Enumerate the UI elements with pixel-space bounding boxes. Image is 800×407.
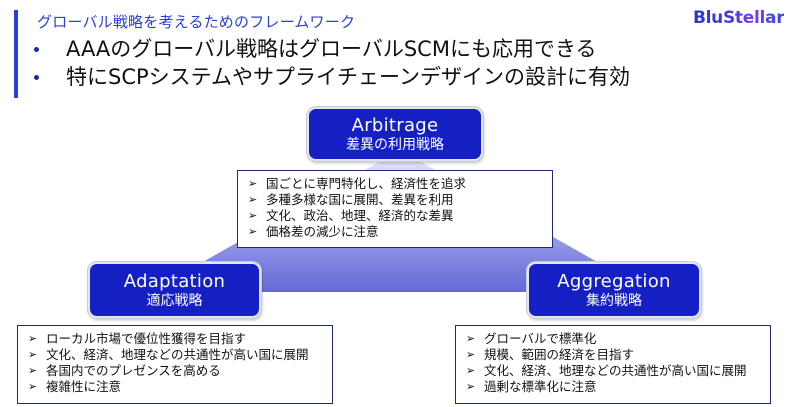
adaptation-details: ➢ ローカル市場で優位性獲得を目指す ➢ 文化、経済、地理などの共通性が高い国に展開… — [17, 325, 333, 404]
arrow-bullet-icon: ➢ — [248, 193, 258, 206]
detail-item: ➢ 文化、経済、地理などの共通性が高い国に展開 — [28, 347, 332, 363]
detail-item: ➢ 複雑性に注意 — [28, 379, 332, 395]
detail-item: ➢ 多種多様な国に展開、差異を利用 — [248, 192, 552, 208]
arrow-bullet-icon: ➢ — [28, 364, 38, 377]
detail-text: 価格差の減少に注意 — [266, 224, 379, 239]
detail-item: ➢ 国ごとに専門特化し、経済性を追求 — [248, 176, 552, 192]
arrow-bullet-icon: ➢ — [466, 380, 476, 393]
key-points: AAAのグローバル戦略はグローバルSCMにも応用できる 特にSCPシステムやサプ… — [30, 35, 630, 91]
arrow-bullet-icon: ➢ — [248, 209, 258, 222]
strategy-name-ja: 差異の利用戦略 — [346, 136, 444, 153]
detail-text: 規模、範囲の経済を目指す — [484, 347, 635, 362]
strategy-adaptation: Adaptation 適応戦略 — [88, 262, 261, 318]
key-point-text: 特にSCPシステムやサプライチェーンデザインの設計に有効 — [66, 65, 630, 89]
key-point: 特にSCPシステムやサプライチェーンデザインの設計に有効 — [30, 63, 630, 91]
detail-text: 多種多様な国に展開、差異を利用 — [266, 192, 454, 207]
detail-item: ➢ 価格差の減少に注意 — [248, 224, 552, 240]
detail-text: 各国内でのプレゼンスを高める — [46, 363, 221, 378]
strategy-name-en: Aggregation — [557, 270, 671, 292]
detail-item: ➢ 規模、範囲の経済を目指す — [466, 347, 770, 363]
detail-item: ➢ 文化、政治、地理、経済的な差異 — [248, 208, 552, 224]
strategy-name-ja: 集約戦略 — [586, 292, 642, 309]
arrow-bullet-icon: ➢ — [466, 332, 476, 345]
detail-text: 過剰な標準化に注意 — [484, 379, 597, 394]
arrow-bullet-icon: ➢ — [28, 380, 38, 393]
strategy-name-ja: 適応戦略 — [146, 292, 203, 309]
detail-text: ローカル市場で優位性獲得を目指す — [46, 331, 247, 346]
key-point-text: AAAのグローバル戦略はグローバルSCMにも応用できる — [66, 37, 597, 61]
slide-subtitle: グローバル戦略を考えるためのフレームワーク — [37, 13, 356, 31]
arrow-bullet-icon: ➢ — [466, 348, 476, 361]
arrow-bullet-icon: ➢ — [28, 348, 38, 361]
detail-text: グローバルで標準化 — [484, 331, 597, 346]
accent-bar — [14, 10, 18, 98]
key-point: AAAのグローバル戦略はグローバルSCMにも応用できる — [30, 35, 630, 63]
detail-text: 文化、経済、地理などの共通性が高い国に展開 — [46, 347, 309, 362]
detail-item: ➢ グローバルで標準化 — [466, 331, 770, 347]
arrow-bullet-icon: ➢ — [28, 332, 38, 345]
detail-text: 文化、政治、地理、経済的な差異 — [266, 208, 454, 223]
detail-item: ➢ 文化、経済、地理などの共通性が高い国に展開 — [466, 363, 770, 379]
strategy-name-en: Arbitrage — [351, 114, 439, 136]
strategy-arbitrage: Arbitrage 差異の利用戦略 — [307, 107, 483, 161]
brand-logo: BluStellar — [693, 8, 785, 28]
detail-text: 複雑性に注意 — [46, 379, 122, 394]
bullet-icon — [34, 47, 39, 52]
bullet-icon — [34, 75, 39, 80]
detail-text: 文化、経済、地理などの共通性が高い国に展開 — [484, 363, 747, 378]
aggregation-details: ➢ グローバルで標準化 ➢ 規模、範囲の経済を目指す ➢ 文化、経済、地理などの共通性… — [455, 325, 771, 404]
arrow-bullet-icon: ➢ — [248, 177, 258, 190]
arrow-bullet-icon: ➢ — [248, 225, 258, 238]
arbitrage-details: ➢ 国ごとに専門特化し、経済性を追求 ➢ 多種多様な国に展開、差異を利用 ➢ 文化、政… — [237, 170, 553, 248]
detail-item: ➢ 過剰な標準化に注意 — [466, 379, 770, 395]
arrow-bullet-icon: ➢ — [466, 364, 476, 377]
strategy-aggregation: Aggregation 集約戦略 — [527, 262, 701, 318]
detail-item: ➢ 各国内でのプレゼンスを高める — [28, 363, 332, 379]
detail-item: ➢ ローカル市場で優位性獲得を目指す — [28, 331, 332, 347]
strategy-name-en: Adaptation — [123, 270, 226, 292]
detail-text: 国ごとに専門特化し、経済性を追求 — [266, 176, 467, 191]
